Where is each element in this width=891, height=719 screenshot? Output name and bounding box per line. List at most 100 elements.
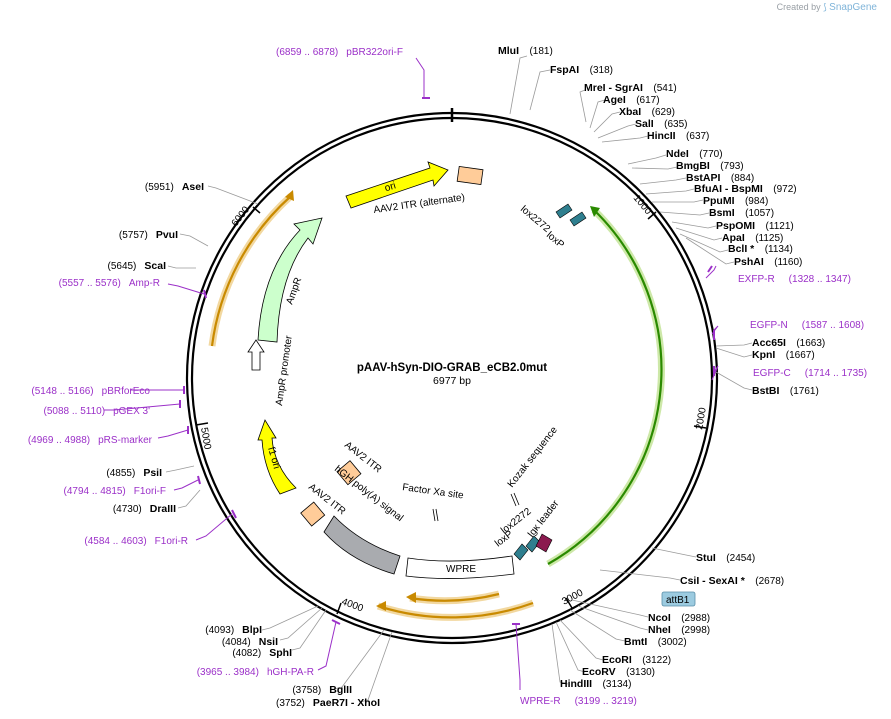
aav2-itr-2-feature[interactable] — [300, 501, 326, 527]
svg-text:(5645)ScaI: (5645)ScaI — [107, 260, 166, 272]
hgh-polya-label: hGH poly(A) signal — [332, 464, 405, 524]
svg-text:CsiI - SexAI * (2678): CsiI - SexAI * (2678) — [680, 571, 784, 588]
svg-text:EXFP-R(1328 .. 1347): EXFP-R(1328 .. 1347) — [738, 274, 851, 285]
orange-arc-bottom-inner-arrowhead — [406, 592, 416, 603]
loxp-top-label: loxP — [544, 230, 566, 251]
svg-text:(4794 .. 4815)F1ori-F: (4794 .. 4815)F1ori-F — [64, 486, 167, 497]
svg-text:BstBI (1761): BstBI (1761) — [752, 381, 819, 398]
svg-text:PshAI (1160): PshAI (1160) — [734, 252, 802, 269]
svg-text:NcoI (2988): NcoI (2988) — [648, 608, 710, 625]
svg-text:MreI - SgrAI (541): MreI - SgrAI (541) — [584, 78, 677, 95]
factor-xa-mark-2 — [435, 508, 439, 522]
svg-text:BclI * (1134): BclI * (1134) — [728, 239, 793, 256]
svg-text:PspOMI (1121): PspOMI (1121) — [716, 216, 794, 233]
ampr-promoter-feature[interactable] — [247, 339, 265, 371]
hgh-polya-feature[interactable] — [323, 515, 401, 575]
primer-leader-lines — [104, 57, 719, 690]
sensor-arc[interactable] — [547, 209, 663, 565]
plasmid-length: 6977 bp — [433, 375, 471, 387]
svg-text:(4730)DraIII: (4730)DraIII — [113, 503, 176, 515]
svg-text:BfuAI - BspMI (972): BfuAI - BspMI (972) — [694, 179, 797, 196]
tick-2000: 2000 — [693, 406, 709, 431]
igk-leader-feature[interactable] — [535, 533, 553, 553]
igk-leader-label: Igκ leader — [526, 498, 562, 540]
svg-text:SalI (635): SalI (635) — [635, 114, 688, 131]
svg-text:BmtI (3002): BmtI (3002) — [624, 632, 687, 649]
ampr-feature[interactable] — [257, 217, 323, 343]
svg-text:EGFP-C(1714 .. 1735): EGFP-C(1714 .. 1735) — [753, 368, 867, 379]
svg-text:FspAI (318): FspAI (318) — [550, 60, 613, 77]
attb1-badge[interactable] — [661, 591, 696, 607]
svg-text:(4584 .. 4603)F1ori-R: (4584 .. 4603)F1ori-R — [84, 536, 188, 547]
orange-arc-bottom-inner[interactable] — [409, 592, 500, 602]
sensor-arc-halo — [546, 207, 665, 568]
orange-arc-bottom-outer[interactable] — [377, 601, 534, 619]
loxp-bottom-feature[interactable] — [513, 543, 529, 561]
f1-ori-feature[interactable] — [257, 419, 297, 495]
svg-text:ApaI (1125): ApaI (1125) — [722, 228, 783, 245]
snapgene-logo-icon: ⟆ — [823, 2, 827, 12]
primer-labels: (6859 .. 6878)pBR322ori-F EXFP-R(1328 ..… — [28, 47, 867, 707]
orange-arc-bottom-outer-arrowhead — [376, 601, 386, 611]
ampr-promoter-label: AmpR promoter — [274, 334, 295, 406]
svg-text:XbaI (629): XbaI (629) — [619, 102, 675, 119]
svg-text:KpnI (1667): KpnI (1667) — [752, 345, 815, 362]
svg-text:EGFP-N(1587 .. 1608): EGFP-N(1587 .. 1608) — [750, 320, 864, 331]
svg-text:MluI (181): MluI (181) — [498, 41, 553, 58]
kozak-mark-1 — [510, 493, 517, 507]
svg-text:(4084)NsiI: (4084)NsiI — [222, 636, 278, 648]
aav2-itr-1-feature[interactable] — [336, 460, 362, 486]
orange-arc-left-arrowhead — [285, 190, 294, 201]
svg-text:EcoRI (3122): EcoRI (3122) — [602, 650, 671, 667]
svg-text:1000: 1000 — [631, 193, 654, 217]
ori-feature[interactable] — [345, 161, 449, 209]
svg-text:(3752)PaeR7I - XhoI: (3752)PaeR7I - XhoI — [276, 697, 380, 709]
lox2272-top-label: lox2272 — [518, 204, 552, 235]
svg-text:4000: 4000 — [340, 596, 365, 614]
svg-text:BmgBI (793): BmgBI (793) — [676, 156, 744, 173]
brand-text: SnapGene — [829, 2, 877, 13]
factor-xa-mark-1 — [432, 508, 436, 522]
ampr-label: AmpR — [284, 276, 304, 306]
kozak-mark-2 — [513, 492, 520, 506]
svg-text:PpuMI (984): PpuMI (984) — [703, 191, 768, 208]
svg-text:(4082)SphI: (4082)SphI — [232, 647, 292, 659]
primer-marks — [179, 97, 715, 625]
svg-text:NdeI (770): NdeI (770) — [666, 144, 723, 161]
sensor-arc-arrowhead — [590, 206, 600, 217]
svg-text:(5148 .. 5166)pBRforEco: (5148 .. 5166)pBRforEco — [31, 386, 150, 397]
kozak-label: Kozak sequence — [506, 424, 560, 489]
svg-text:(5757)PvuI: (5757)PvuI — [119, 229, 178, 241]
svg-text:5000: 5000 — [198, 427, 213, 451]
svg-text:(4093)BlpI: (4093)BlpI — [205, 624, 262, 636]
svg-text:(6859 .. 6878)pBR322ori-F: (6859 .. 6878)pBR322ori-F — [276, 47, 403, 58]
svg-text:2000: 2000 — [694, 406, 709, 430]
svg-text:BstAPI (884): BstAPI (884) — [686, 168, 754, 185]
svg-text:(5951)AseI: (5951)AseI — [145, 181, 204, 193]
ori-label: ori — [383, 180, 397, 194]
loxp-top-feature[interactable] — [569, 211, 587, 227]
site-labels-left: (5951)AseI (5757)PvuI (5645)ScaI (4855)P… — [106, 181, 380, 709]
svg-text:Acc65I (1663): Acc65I (1663) — [752, 333, 825, 350]
svg-text:StuI (2454): StuI (2454) — [696, 548, 755, 565]
site-leader-lines — [165, 55, 753, 703]
lox2272-top-feature[interactable] — [555, 203, 573, 219]
tick-5000: 5000 — [195, 422, 213, 451]
svg-text:WPRE-R(3199 .. 3219): WPRE-R(3199 .. 3219) — [520, 696, 637, 707]
tick-4000: 4000 — [336, 596, 365, 615]
svg-text:BsmI (1057): BsmI (1057) — [709, 203, 774, 220]
site-labels-right: MluI (181) FspAI (318) MreI - SgrAI (541… — [498, 41, 825, 691]
wpre-feature[interactable] — [405, 555, 515, 579]
tick-3000: 3000 — [560, 587, 585, 609]
wpre-label: WPRE — [446, 564, 476, 575]
aav2-itr-alt-feature[interactable] — [456, 165, 484, 186]
factor-xa-label: Factor Xa site — [402, 482, 465, 502]
svg-text:NheI (2998): NheI (2998) — [648, 620, 710, 637]
svg-text:HindIII (3134): HindIII (3134) — [560, 674, 631, 691]
svg-text:(5088 .. 5110)pGEX 3': (5088 .. 5110)pGEX 3' — [44, 406, 151, 417]
svg-text:(5557 .. 5576)Amp-R: (5557 .. 5576)Amp-R — [59, 278, 160, 289]
plasmid-name: pAAV-hSyn-DIO-GRAB_eCB2.0mut — [357, 362, 547, 374]
orange-arc-left[interactable] — [210, 195, 292, 347]
svg-text:(4855)PsiI: (4855)PsiI — [106, 467, 162, 479]
